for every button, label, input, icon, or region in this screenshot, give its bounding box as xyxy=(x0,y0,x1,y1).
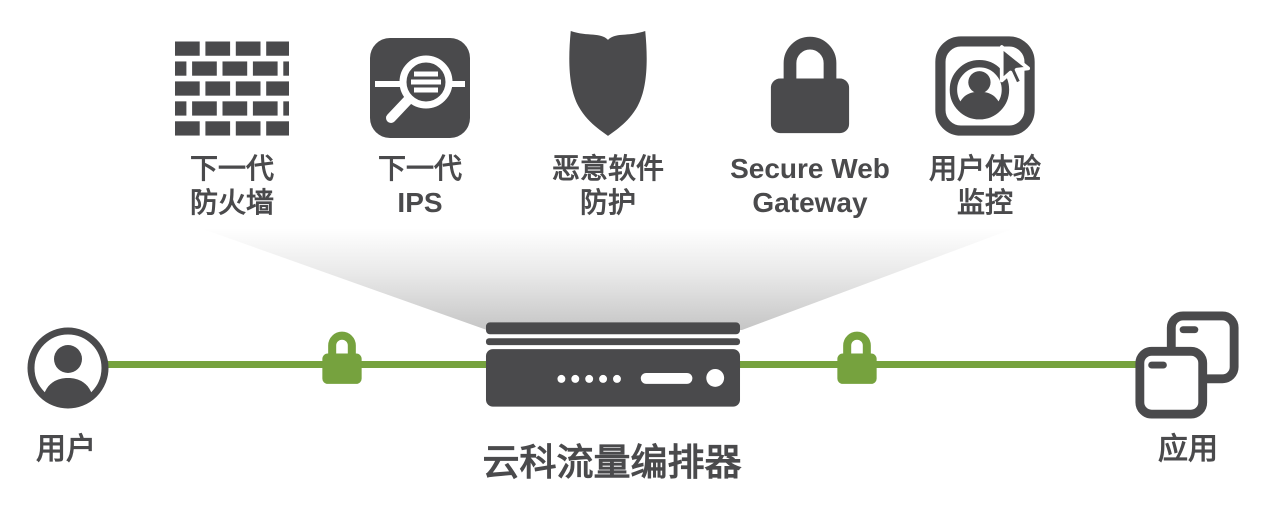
service-next-gen-firewall: 下一代 防火墙 xyxy=(142,18,322,220)
orchestrator-appliance xyxy=(484,322,742,408)
padlock-icon xyxy=(760,18,860,138)
service-label-line1: 下一代 xyxy=(377,153,462,184)
service-funnel xyxy=(200,228,1015,330)
magnifier-inspection-icon xyxy=(370,18,470,138)
service-malware-protection: 恶意软件 防护 xyxy=(518,18,698,220)
applications-icon xyxy=(1132,310,1242,422)
service-label-line2: IPS xyxy=(397,187,443,218)
service-label-line2: 防护 xyxy=(579,187,636,218)
service-next-gen-ips: 下一代 IPS xyxy=(330,18,510,220)
service-user-experience-monitoring: 用户体验 监控 xyxy=(895,18,1075,220)
user-icon xyxy=(24,324,112,412)
user-cursor-monitoring-icon xyxy=(933,18,1037,138)
encryption-lock-icon xyxy=(832,328,882,388)
apps-label: 应用 xyxy=(1158,433,1218,466)
service-label-line2: Gateway xyxy=(752,187,868,218)
service-label-line2: 防火墙 xyxy=(189,187,274,218)
shield-icon xyxy=(559,18,657,138)
service-label: 下一代 防火墙 xyxy=(190,152,274,220)
service-label-line1: 用户体验 xyxy=(928,153,1041,184)
encryption-lock-icon xyxy=(317,328,367,388)
service-label-line2: 监控 xyxy=(956,187,1013,218)
service-label: 用户体验 监控 xyxy=(929,152,1041,220)
orchestrator-label: 云科流量编排器 xyxy=(482,442,742,483)
service-label-line1: 下一代 xyxy=(189,153,274,184)
brick-wall-firewall-icon xyxy=(175,18,289,138)
service-secure-web-gateway: Secure Web Gateway xyxy=(720,18,900,220)
service-label: Secure Web Gateway xyxy=(730,152,890,220)
service-label: 下一代 IPS xyxy=(378,152,462,220)
user-label: 用户 xyxy=(36,433,96,466)
service-label-line1: 恶意软件 xyxy=(551,153,664,184)
service-label: 恶意软件 防护 xyxy=(552,152,664,220)
service-label-line1: Secure Web xyxy=(730,153,890,184)
